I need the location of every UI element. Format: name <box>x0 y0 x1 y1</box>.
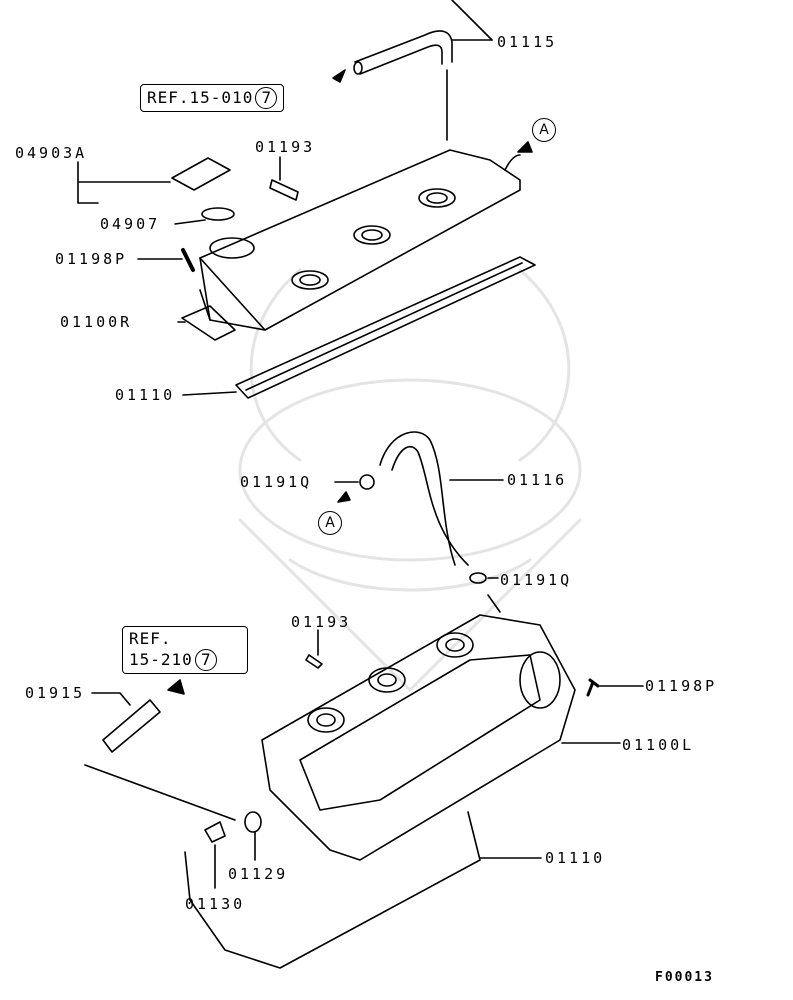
seal-01129 <box>244 811 262 833</box>
part-label-04903A[interactable]: 04903A <box>15 144 88 162</box>
figure-code: F00013 <box>655 970 714 985</box>
bolt-01198P-lower <box>586 678 600 697</box>
part-label-01191Q[interactable]: 01191Q <box>500 571 573 589</box>
part-label-01116[interactable]: 01116 <box>507 471 568 489</box>
part-label-01110[interactable]: 01110 <box>115 386 176 404</box>
part-label-01100R[interactable]: 01100R <box>60 313 133 331</box>
oil-cap-04903A <box>171 157 231 191</box>
gasket-01110-top <box>235 256 536 399</box>
arrow-icon <box>167 679 185 695</box>
callout-a: A <box>318 511 342 535</box>
arrow-icon <box>337 491 351 503</box>
part-label-01130[interactable]: 01130 <box>185 895 246 913</box>
part-label-01110[interactable]: 01110 <box>545 849 606 867</box>
ref-text: 15-210 <box>129 650 193 669</box>
part-label-01115[interactable]: 01115 <box>497 33 558 51</box>
part-label-01198P[interactable]: 01198P <box>55 250 128 268</box>
hose-01116 <box>334 431 504 584</box>
plug-01130 <box>204 821 226 843</box>
clip-01193 <box>269 179 299 201</box>
arrow-icon <box>332 69 346 83</box>
hose-01115 <box>353 0 493 141</box>
ref-number: 7 <box>194 649 217 671</box>
part-label-01198P[interactable]: 01198P <box>645 677 718 695</box>
watermark-logo <box>238 268 582 692</box>
ref-number: 7 <box>255 87 278 109</box>
gasket-01110-bottom <box>184 811 481 969</box>
callout-a: A <box>532 118 556 142</box>
ref-text: REF.15-010 <box>147 88 254 107</box>
valve-cover-right <box>181 149 521 341</box>
arrow-icon <box>517 141 533 153</box>
part-label-01100L[interactable]: 01100L <box>622 736 695 754</box>
part-label-01129[interactable]: 01129 <box>228 865 289 883</box>
ref-text: REF. <box>129 629 172 648</box>
part-label-01193[interactable]: 01193 <box>255 138 316 156</box>
valve-cover-left <box>261 594 576 861</box>
part-label-01193[interactable]: 01193 <box>291 613 352 631</box>
bolt-01198P <box>181 248 195 272</box>
part-label-01915[interactable]: 01915 <box>25 684 86 702</box>
clip-01193-lower <box>305 654 323 669</box>
part-label-04907[interactable]: 04907 <box>100 215 161 233</box>
hose-01915 <box>102 699 161 753</box>
part-label-01191Q[interactable]: 01191Q <box>240 473 313 491</box>
oring-04907 <box>201 207 235 221</box>
